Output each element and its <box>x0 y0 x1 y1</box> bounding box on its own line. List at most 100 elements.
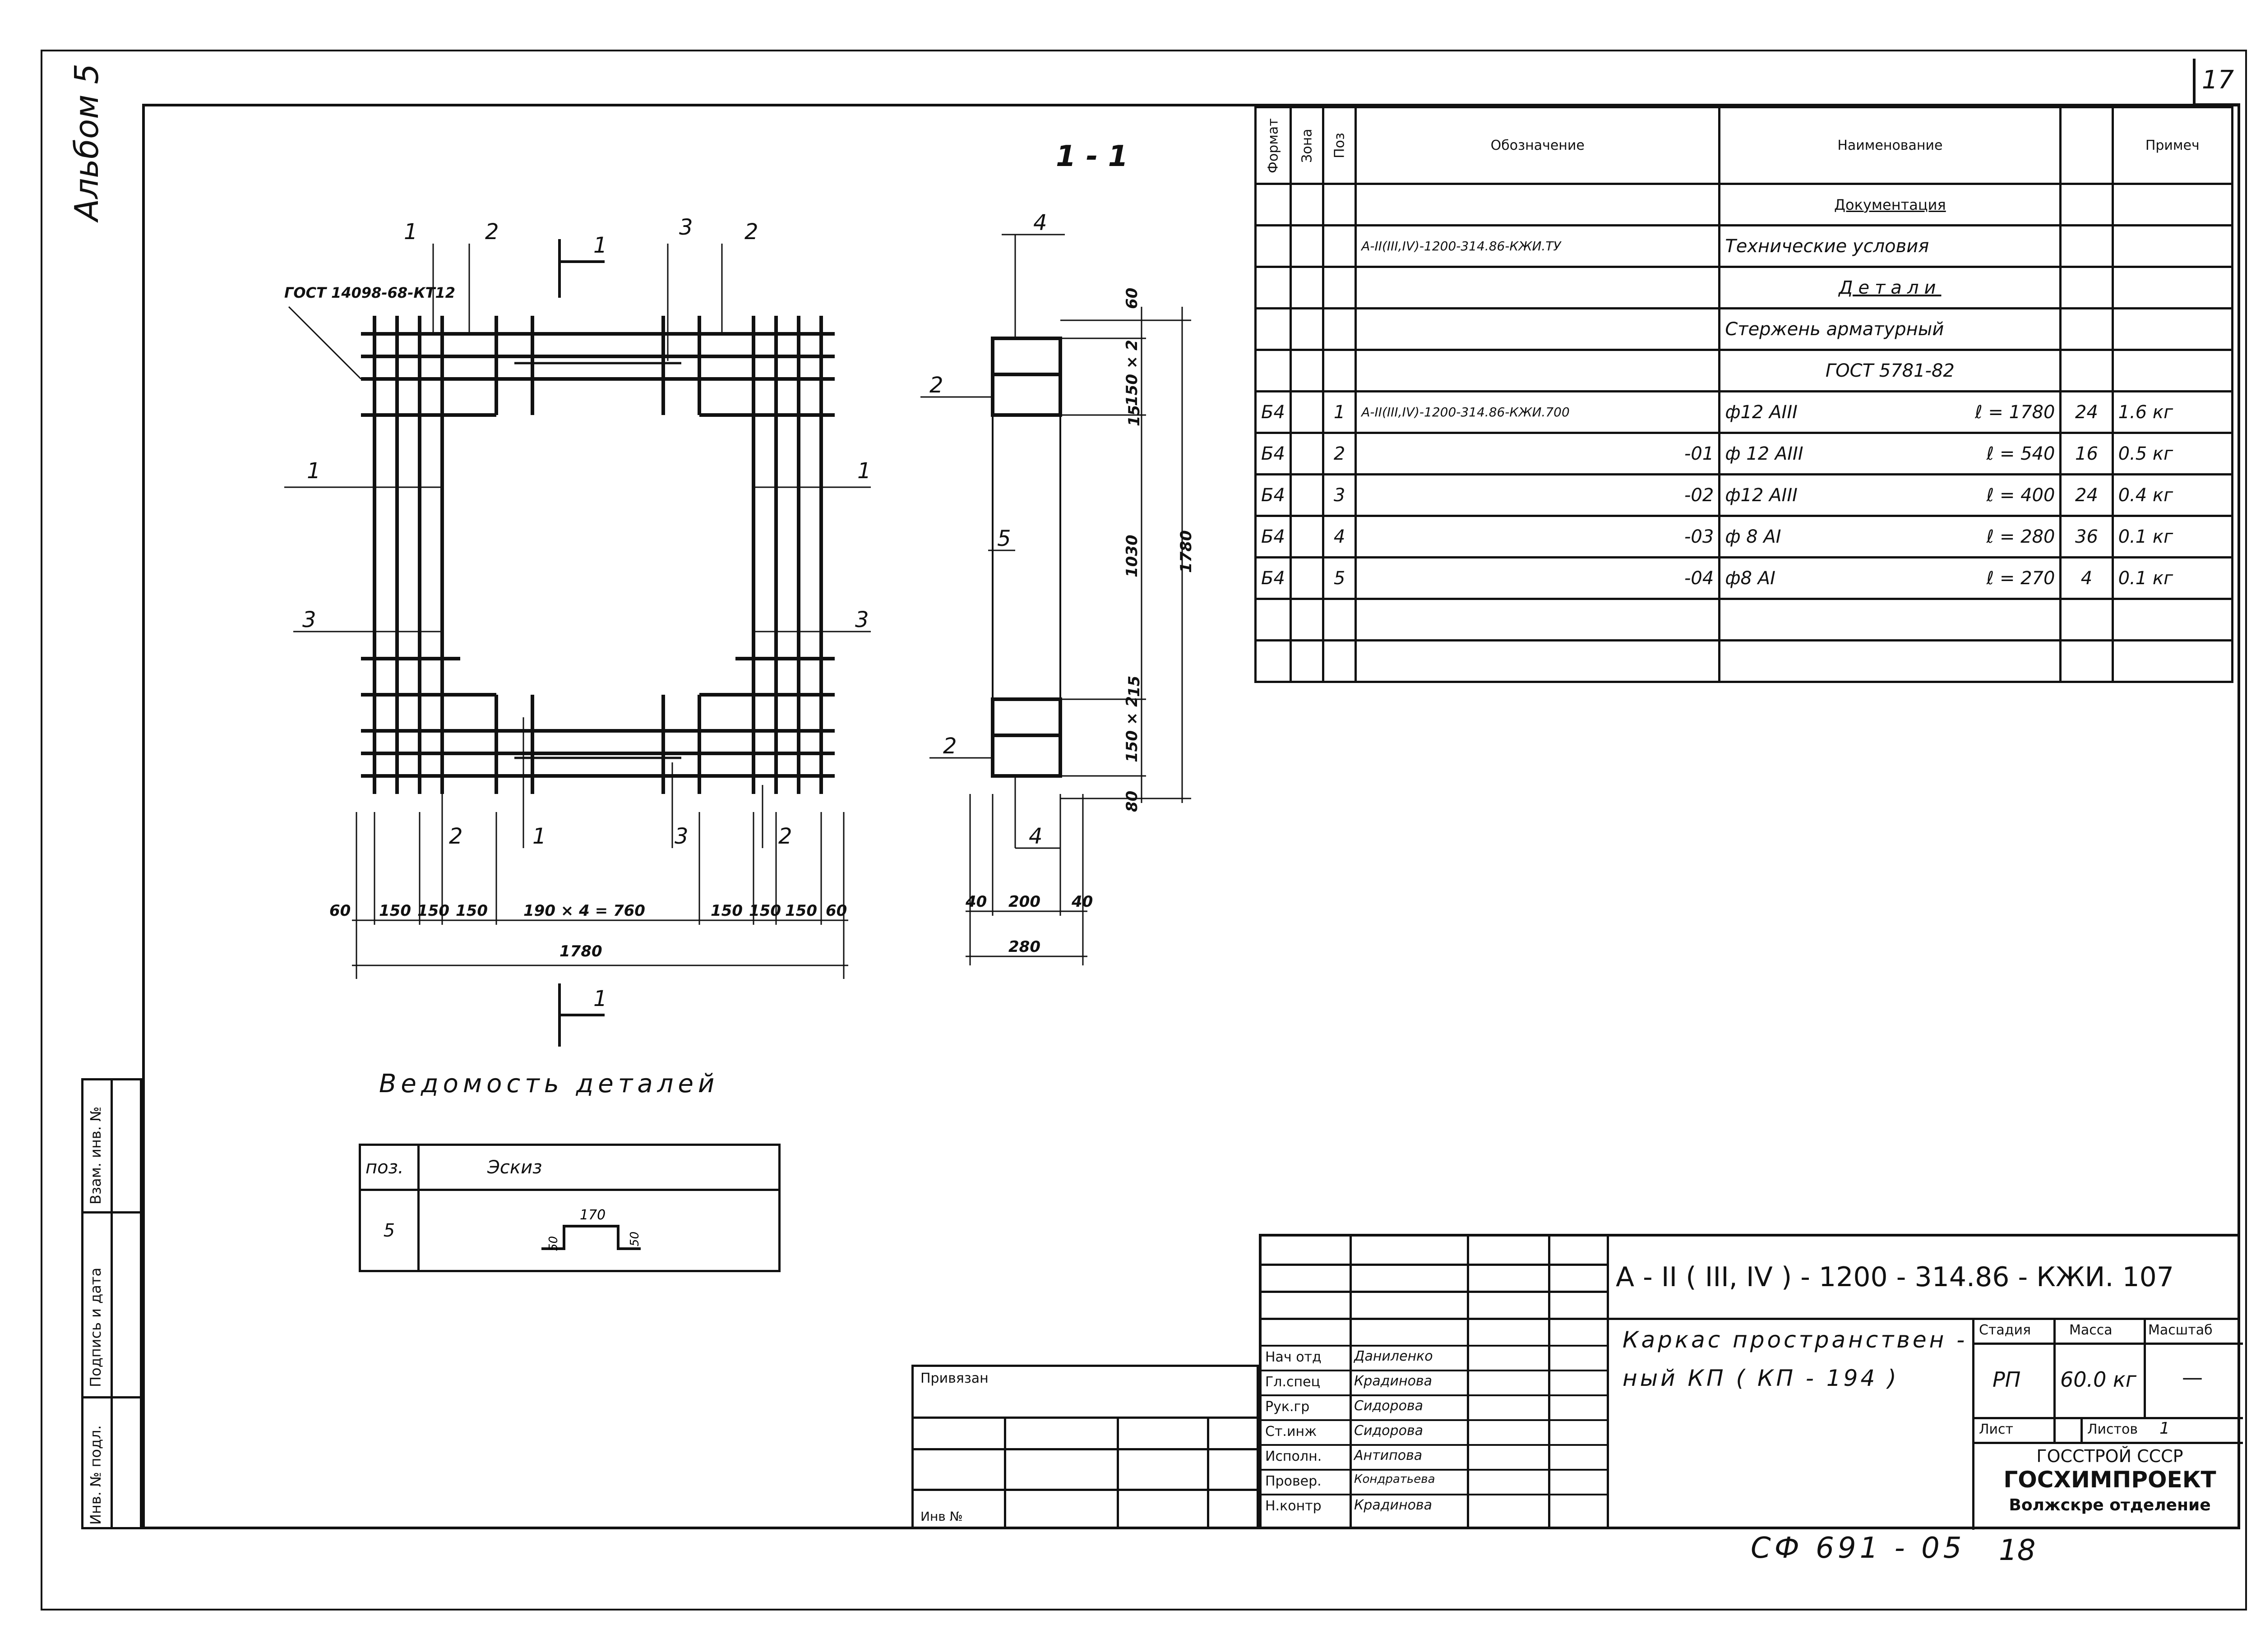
spec-row-len: ℓ = 540 <box>1986 443 2055 464</box>
role-name: Даниленко <box>1354 1348 1433 1364</box>
stage-value: РП <box>1992 1367 2021 1392</box>
role-row: Гл.спец Крадинова <box>1262 1371 1607 1395</box>
section-dim-15-top: 15 <box>1125 405 1143 426</box>
plan-callout-top-4: 2 <box>744 219 758 245</box>
section-dim-overall: 1780 <box>1177 530 1195 573</box>
spec-row-pos: 3 <box>1322 473 1357 517</box>
section-callout-2-top: 2 <box>929 373 943 398</box>
stage-label: Стадия <box>1979 1322 2031 1338</box>
section-callout-4-top: 4 <box>1033 210 1047 235</box>
spec-header-qty <box>2059 106 2114 185</box>
details-table: поз. Эскиз 5 170 50 50 <box>359 1144 781 1272</box>
section-dim-1030: 1030 <box>1123 535 1141 577</box>
spec-row-pos: 2 <box>1322 432 1357 475</box>
spec-row-len: ℓ = 1780 <box>1975 401 2055 423</box>
role-row: Н.контр Крадинова <box>1262 1495 1607 1519</box>
spec-row-pos: 1 <box>1322 390 1357 434</box>
role-label: Исполн. <box>1265 1449 1322 1464</box>
title-line2: ный КП ( КП - 194 ) <box>1623 1365 1899 1391</box>
role-row: Исполн. Антипова <box>1262 1445 1607 1470</box>
spec-row-note: 1.6 кг <box>2111 390 2234 434</box>
role-label: Ст.инж <box>1265 1424 1317 1440</box>
spec-row-designation: -01 <box>1355 432 1721 475</box>
title-roles: Нач отд Даниленко Гл.спец Крадинова Рук.… <box>1262 1346 1607 1519</box>
section-dim-width: 280 <box>1008 938 1040 956</box>
role-name: Сидорова <box>1354 1423 1424 1439</box>
section-callout-2-bottom: 2 <box>943 734 957 759</box>
title-line1: Каркас пространствен - <box>1623 1327 1968 1353</box>
side-stamp-vzam: Взам. инв. № <box>87 1106 104 1204</box>
specification-table: Формат Зона Поз Обозначение Наименование… <box>1254 106 2234 683</box>
spec-doc-section: Документация <box>1718 183 2062 226</box>
spec-row-qty: 36 <box>2059 515 2114 558</box>
mass-value: 60.0 кг <box>2060 1367 2136 1392</box>
section-callout-4-bottom: 4 <box>1029 824 1043 849</box>
spec-row-format: Б4 <box>1254 556 1292 600</box>
spec-row-designation: -02 <box>1355 473 1721 517</box>
sheet-label: Лист <box>1979 1421 2014 1437</box>
footer-code: СФ 691 - 05 <box>1751 1532 1965 1565</box>
spec-row-format: Б4 <box>1254 390 1292 434</box>
spec-header-note: Примеч <box>2111 106 2234 185</box>
sheet-number: 17 <box>2201 65 2234 95</box>
section-dim-60: 60 <box>1123 288 1141 309</box>
plan-callout-left-1: 1 <box>307 458 321 484</box>
section-callout-5: 5 <box>997 526 1011 551</box>
title-code: А - II ( III, IV ) - 1200 - 314.86 - КЖИ… <box>1616 1261 2174 1293</box>
role-row: Нач отд Даниленко <box>1262 1346 1607 1371</box>
role-row: Рук.гр Сидорова <box>1262 1395 1607 1420</box>
spec-header-format: Формат <box>1255 107 1291 184</box>
role-label: Н.контр <box>1265 1498 1322 1514</box>
plan-dim-4: 150 <box>456 902 488 920</box>
spec-row-qty: 24 <box>2059 473 2114 517</box>
plan-dim-5: 190 × 4 = 760 <box>523 902 645 920</box>
role-name: Крадинова <box>1354 1373 1432 1389</box>
spec-row-qty: 16 <box>2059 432 2114 475</box>
mass-label: Масса <box>2069 1322 2113 1338</box>
title-block: Нач отд Даниленко Гл.спец Крадинова Рук.… <box>1259 1234 2243 1530</box>
role-name: Крадинова <box>1354 1497 1432 1513</box>
spec-row-format: Б4 <box>1254 515 1292 558</box>
spec-row-note: 0.4 кг <box>2111 473 2234 517</box>
spec-header-zone: Зона <box>1290 107 1323 184</box>
spec-tu-name: Технические условия <box>1718 224 2062 268</box>
privyazan-block: Привязан Инв № <box>911 1365 1259 1529</box>
role-name: Антипова <box>1354 1448 1423 1463</box>
role-label: Рук.гр <box>1265 1399 1310 1415</box>
org-line1: ГОССТРОЙ СССР <box>2036 1446 2183 1466</box>
spec-rod-gost: ГОСТ 5781-82 <box>1718 349 2062 392</box>
plan-drawing: 1 2 3 2 1 1 1 3 3 2 1 3 2 1 60 150 150 1… <box>284 215 871 1047</box>
spec-row-name-text: ф12 АIII <box>1725 401 1798 423</box>
spec-row-designation: -03 <box>1355 515 1721 558</box>
album-label: Альбом 5 <box>68 63 106 221</box>
section-dim-200: 200 <box>1008 893 1040 911</box>
details-row-pos: 5 <box>359 1189 420 1272</box>
sketch-right-dim: 50 <box>628 1231 642 1246</box>
privyazan-label: Привязан <box>920 1371 989 1386</box>
details-header-pos: поз. <box>359 1144 420 1191</box>
spec-row-note: 0.1 кг <box>2111 515 2234 558</box>
spec-row-len: ℓ = 400 <box>1986 485 2055 506</box>
section-drawing: 4 2 5 2 4 60 150 × 2 15 1030 15 150 × 2 … <box>920 210 1195 965</box>
spec-row-qty: 24 <box>2059 390 2114 434</box>
plan-dim-9: 60 <box>826 902 847 920</box>
plan-dim-total: 1780 <box>559 942 602 960</box>
plan-cut-top: 1 <box>593 233 607 258</box>
spec-row-pos: 5 <box>1322 556 1357 600</box>
outer-frame <box>41 50 2247 1610</box>
role-row: Провер. Кондратьева <box>1262 1470 1607 1495</box>
org-line3: Волжскре отделение <box>2009 1496 2211 1514</box>
spec-row-format: Б4 <box>1254 473 1292 517</box>
plan-callout-top-3: 3 <box>679 215 693 240</box>
plan-dim-6: 150 <box>711 902 743 920</box>
spec-row-designation: А-II(III,IV)-1200-314.86-КЖИ.700 <box>1355 390 1721 434</box>
section-dim-150x2-top: 150 × 2 <box>1123 340 1141 406</box>
